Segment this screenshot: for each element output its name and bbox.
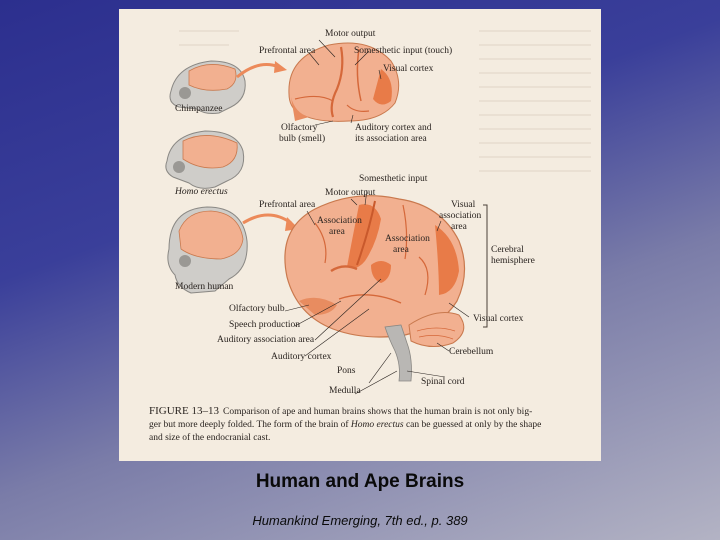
label-olfactory-1: Olfactory <box>281 122 318 133</box>
chimpanzee-skull <box>169 60 246 114</box>
arrow-head-icon <box>274 61 287 73</box>
label-association-area-1b: area <box>329 227 346 237</box>
label-auditory-top-2: its association area <box>355 134 428 144</box>
label-auditory-top-1: Auditory cortex and <box>355 123 432 133</box>
label-cerebral-2: hemisphere <box>491 256 535 266</box>
label-speech-production: Speech production <box>229 320 300 330</box>
label-homo-erectus: Homo erectus <box>174 187 228 197</box>
label-somesthetic-touch: Somesthetic input (touch) <box>354 45 452 56</box>
label-somesthetic-input: Somesthetic input <box>359 174 428 184</box>
label-visual-association-3: area <box>451 222 468 232</box>
label-association-area-1a: Association <box>317 216 362 226</box>
chimpanzee-brain <box>288 42 400 122</box>
label-visual-cortex-top: Visual cortex <box>383 64 434 74</box>
caption-line-2b: can be guessed at only by the shape <box>404 420 542 430</box>
label-prefrontal-area-top: Prefrontal area <box>259 45 316 56</box>
label-visual-cortex: Visual cortex <box>473 314 524 324</box>
label-prefrontal-area: Prefrontal area <box>259 199 316 210</box>
human-cerebellum <box>408 312 465 347</box>
label-association-area-2a: Association <box>385 234 430 244</box>
leader-lines <box>284 39 470 395</box>
label-medulla: Medulla <box>329 386 361 396</box>
label-cerebral-1: Cerebral <box>491 245 524 255</box>
label-modern-human: Modern human <box>175 282 234 292</box>
label-auditory-association: Auditory association area <box>217 335 315 345</box>
label-association-area-2b: area <box>393 245 410 255</box>
caption-line-2-italic: Homo erectus <box>350 420 404 430</box>
arrow-to-human-brain <box>242 213 292 225</box>
label-olfactory-bulb: Olfactory bulb <box>229 303 285 314</box>
label-motor-output-top: Motor output <box>325 29 376 39</box>
human-brain <box>284 195 466 338</box>
caption-line-3: and size of the endocranial cast. <box>149 432 270 443</box>
caption-line-2: ger but more deeply folded. The form of … <box>149 419 541 430</box>
modern-human-skull <box>167 206 248 294</box>
label-olfactory-2: bulb (smell) <box>279 133 325 144</box>
slide-source-citation: Humankind Emerging, 7th ed., p. 389 <box>252 513 468 528</box>
label-chimpanzee: Chimpanzee <box>175 104 222 114</box>
textbook-figure: Motor output Prefrontal area Somesthetic… <box>119 9 601 461</box>
brain-stem <box>384 324 412 382</box>
label-auditory-cortex: Auditory cortex <box>271 352 332 362</box>
label-visual-association-1: Visual <box>451 200 476 210</box>
slide-title: Human and Ape Brains <box>255 471 465 492</box>
label-visual-association-2: association <box>439 211 481 221</box>
label-motor-output: Motor output <box>325 188 376 198</box>
caption-line-1: Comparison of ape and human brains shows… <box>223 406 532 417</box>
label-pons: Pons <box>337 366 356 376</box>
cerebral-bracket <box>483 204 488 328</box>
label-cerebellum: Cerebellum <box>449 347 494 357</box>
figure-label: FIGURE 13–13 <box>149 405 219 417</box>
caption-line-2a: ger but more deeply folded. The form of … <box>149 419 351 430</box>
label-spinal-cord: Spinal cord <box>421 377 465 387</box>
background-text-lines <box>179 30 591 172</box>
homo-erectus-skull <box>165 130 245 189</box>
brain-comparison-illustration: Motor output Prefrontal area Somesthetic… <box>149 29 591 443</box>
